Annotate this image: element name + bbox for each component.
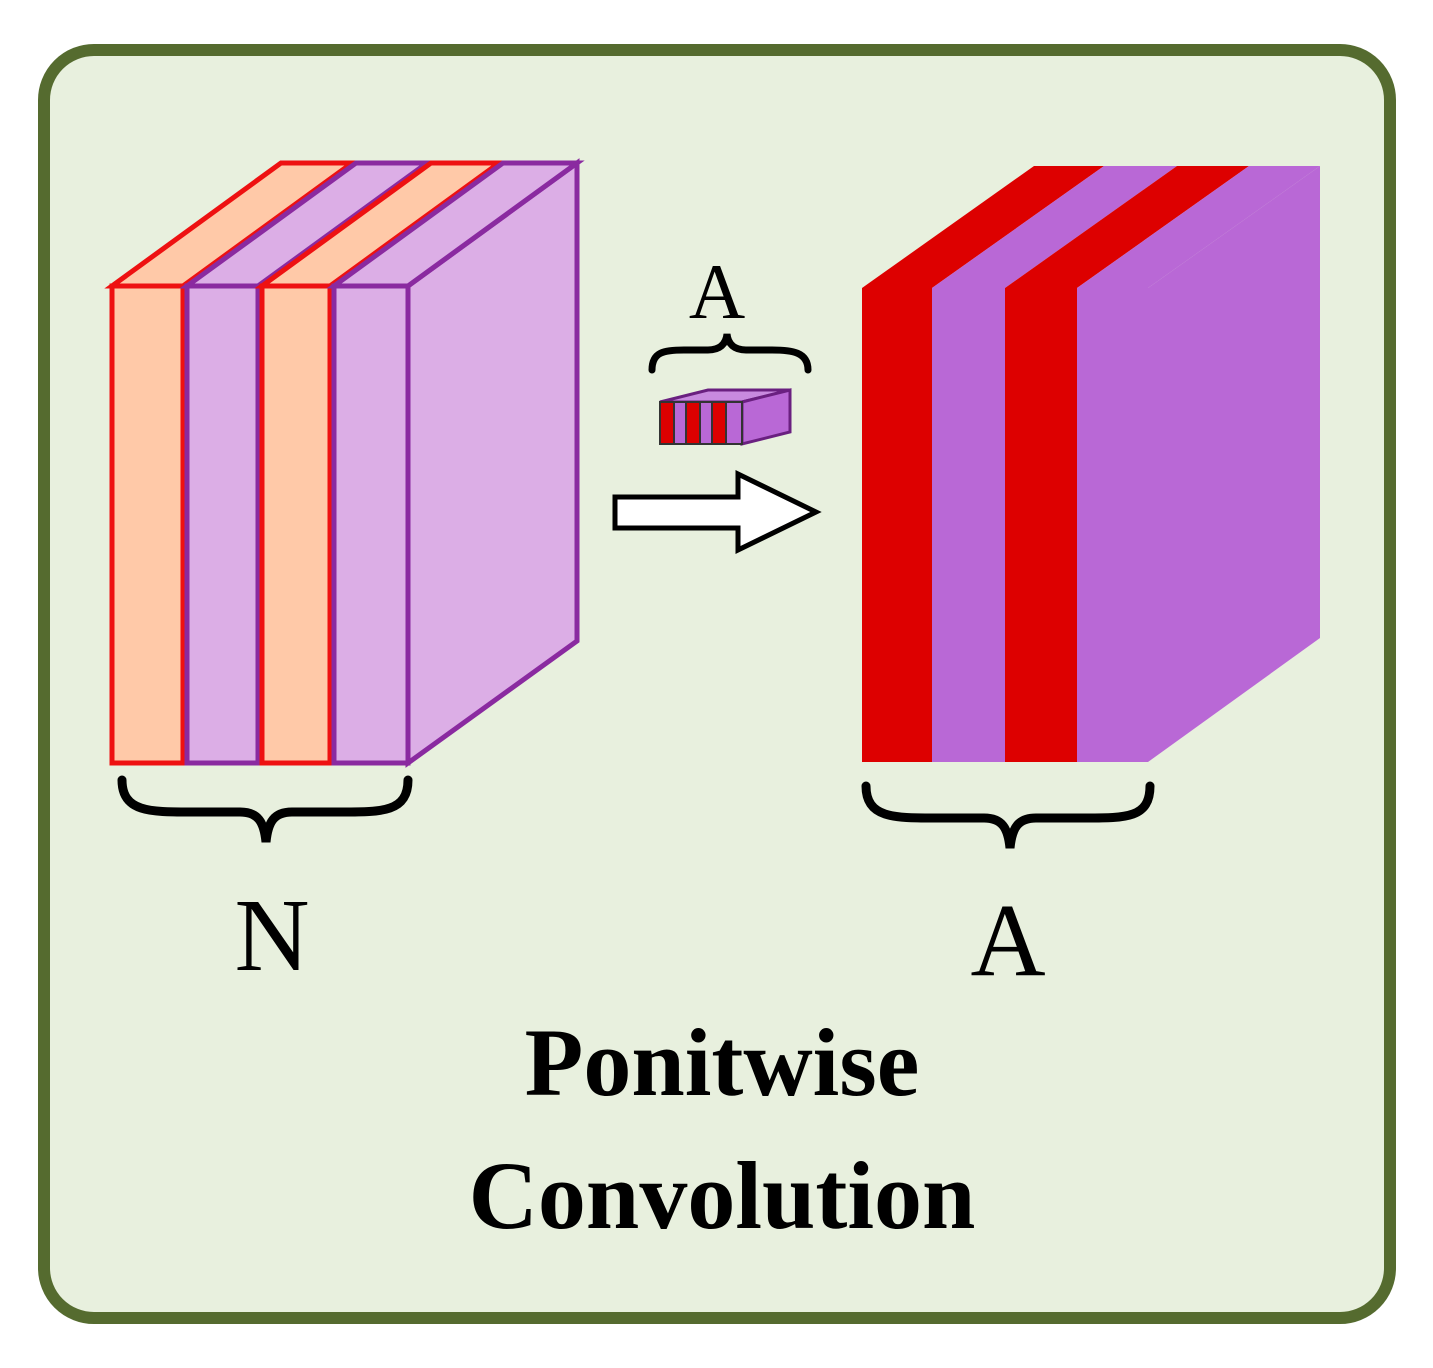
kernel-stripe-1 bbox=[659, 401, 675, 445]
output-channel-brace bbox=[861, 781, 1155, 849]
output-slab-2-top bbox=[932, 166, 1177, 288]
input-channel-brace bbox=[117, 775, 413, 843]
kernel-stripe-5 bbox=[711, 401, 727, 445]
input-slab-2-front bbox=[184, 283, 261, 766]
output-side-face bbox=[1148, 166, 1320, 762]
pointwise-kernel bbox=[659, 388, 792, 446]
kernel-count-label: A bbox=[689, 248, 745, 335]
input-slab-3-front bbox=[259, 283, 333, 766]
output-slab-1-front bbox=[862, 288, 932, 762]
output-slab-3-front bbox=[1005, 288, 1077, 762]
output-slab-4-top bbox=[1077, 166, 1320, 288]
output-slab-2-front bbox=[932, 288, 1005, 762]
right-arrow-icon bbox=[612, 470, 822, 554]
kernel-stripe-2 bbox=[673, 401, 687, 445]
output-slab-4-front bbox=[1077, 288, 1148, 762]
kernel-stripe-6 bbox=[725, 401, 743, 445]
input-channel-label: N bbox=[234, 878, 309, 993]
output-slab-3-top bbox=[1005, 166, 1249, 288]
kernel-stripe-3 bbox=[685, 401, 701, 445]
input-slab-4-front bbox=[331, 283, 411, 766]
caption-line-2: Convolution bbox=[469, 1142, 976, 1249]
kernel-stripe-4 bbox=[699, 401, 713, 445]
output-feature-volume bbox=[862, 166, 1320, 762]
kernel-brace bbox=[648, 333, 812, 374]
output-slab-1-top bbox=[862, 166, 1104, 288]
input-feature-volume bbox=[104, 158, 585, 768]
caption-line-1: Ponitwise bbox=[525, 1009, 920, 1116]
input-slab-1-front bbox=[109, 283, 186, 766]
output-channel-label: A bbox=[970, 883, 1045, 998]
